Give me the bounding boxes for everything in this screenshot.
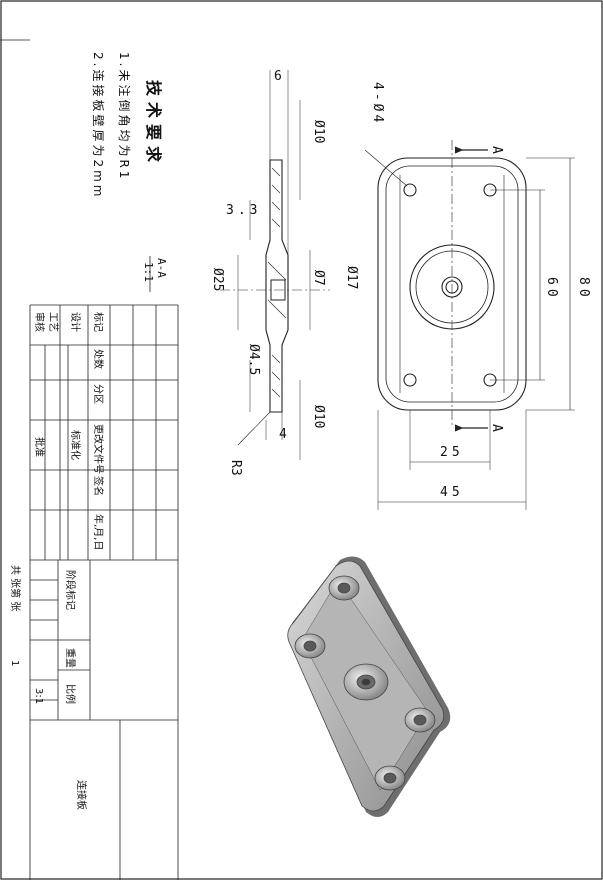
weight-label: 重量: [64, 648, 77, 668]
dim-dia-7: Ø7: [311, 270, 326, 286]
reviewer-label: 审核: [33, 312, 46, 332]
dim-radius: R3: [228, 460, 243, 476]
header-zone: 分区: [92, 384, 104, 404]
dim-height-60: 60: [544, 277, 559, 301]
header-date: 年,月,日: [92, 514, 105, 550]
dim-step: 3.3: [226, 203, 261, 218]
dim-dia-4-5: Ø4.5: [246, 344, 261, 375]
plan-view: [364, 140, 575, 510]
section-view: [220, 70, 330, 460]
cut-label-bottom: A: [489, 424, 504, 432]
standardize-label: 标准化: [69, 430, 82, 460]
process-label: 工艺: [47, 312, 59, 332]
section-label-bottom: 1:1: [142, 262, 155, 282]
notes-title: 技术要求: [144, 80, 163, 168]
header-sign: 签名: [92, 476, 105, 496]
approve-label: 批准: [33, 437, 46, 457]
dim-height-80: 80: [576, 277, 591, 301]
isometric-model: [287, 556, 451, 817]
sheet-number: 1: [9, 660, 20, 666]
dim-dia-outer: Ø25: [210, 268, 225, 291]
section-label-top: A-A: [155, 258, 168, 278]
title-block: [29, 304, 179, 880]
dim-top-width: 6: [274, 69, 282, 84]
header-mark: 标记: [92, 312, 104, 332]
scale-label: 比例: [64, 684, 77, 704]
technical-notes: 技术要求 1.未注倒角均为R1 2.连接板壁厚为2mm A-A 1:1: [91, 52, 168, 292]
dim-dia-10-top: Ø10: [311, 120, 326, 143]
notes-item-2: 2.连接板壁厚为2mm: [91, 52, 106, 199]
dim-dia-17: Ø17: [344, 266, 359, 289]
stage-mark-label: 阶段标记: [64, 570, 77, 610]
dim-width-25: 25: [440, 445, 464, 460]
header-count: 处数: [92, 349, 105, 369]
scale-value: 3:1: [33, 688, 44, 704]
sheets-label: 共 张第 张: [9, 565, 22, 611]
dim-bottom-width: 4: [279, 427, 287, 442]
dim-dia-10-bottom: Ø10: [311, 405, 326, 428]
notes-item-1: 1.未注倒角均为R1: [117, 52, 132, 181]
cut-label-top: A: [489, 146, 504, 154]
dim-holes: 4-Ø4: [370, 82, 385, 125]
designer-label: 设计: [69, 312, 82, 332]
dim-width-45: 45: [440, 485, 464, 500]
part-name: 连接板: [75, 780, 88, 810]
header-change-doc: 更改文件号: [92, 424, 105, 474]
